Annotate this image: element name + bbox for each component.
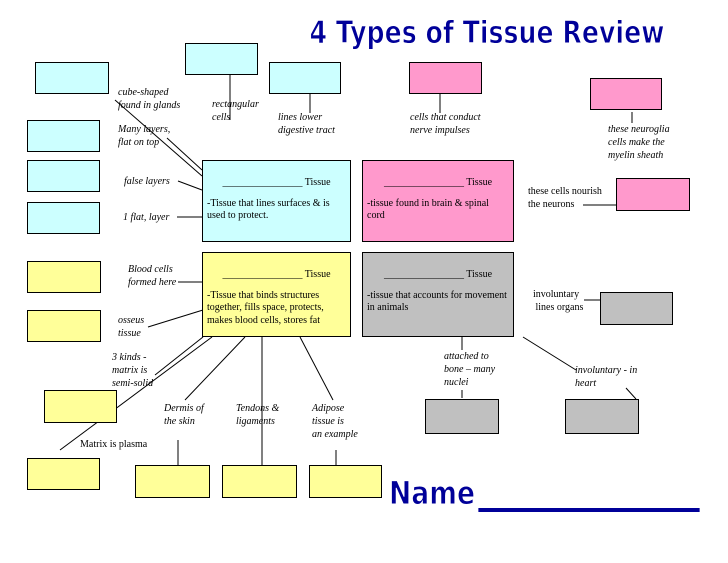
connective-tissue-heading: ________________ Tissue: [222, 269, 331, 280]
answer-box-nourish-neurons[interactable]: [616, 178, 690, 211]
answer-box-three-kinds[interactable]: [44, 390, 117, 423]
muscle-tissue-heading: ________________ Tissue: [383, 269, 493, 280]
label-tendons: Tendons & ligaments: [236, 403, 280, 427]
answer-box-neuroglia[interactable]: [590, 78, 662, 110]
label-nourish-neurons: these cells nourish the neurons: [528, 186, 602, 210]
answer-box-tendons[interactable]: [222, 465, 297, 498]
name-blank: ___________: [479, 474, 699, 512]
connector-adipose-up: [299, 336, 334, 401]
name-field[interactable]: Name ___________: [385, 468, 715, 516]
answer-box-attached-bone[interactable]: [425, 399, 499, 434]
label-conduct-nerve: cells that conduct nerve impulses: [410, 112, 481, 136]
label-involuntary-organs: involuntary lines organs: [533, 289, 584, 313]
answer-box-rectangular-cells[interactable]: [185, 43, 258, 75]
label-rectangular-cells: rectangular cells: [212, 99, 259, 123]
answer-box-conduct-nerve[interactable]: [409, 62, 482, 94]
connective-tissue-description: -Tissue that binds structures together, …: [207, 289, 324, 326]
label-many-layers: Many layers, flat on top: [118, 124, 171, 148]
nervous-tissue-heading: ________________ Tissue: [383, 177, 493, 188]
diagram-title: 4 Types of Tissue Review: [309, 15, 665, 52]
label-lower-digestive: lines lower digestive tract: [278, 112, 335, 136]
label-osseus-tissue: osseus tissue: [118, 315, 145, 339]
answer-box-adipose[interactable]: [309, 465, 382, 498]
epithelial-tissue-heading: ________________ Tissue: [222, 177, 331, 188]
label-attached-bone: attached to bone – many nuclei: [444, 351, 496, 388]
answer-box-one-flat-layer[interactable]: [27, 202, 100, 234]
label-three-kinds: 3 kinds - matrix is semi-solid: [112, 352, 154, 389]
answer-box-many-layers[interactable]: [27, 120, 100, 152]
connector-matrix-plasma: [59, 336, 213, 451]
connector-false-layers: [177, 180, 203, 191]
answer-box-matrix-plasma[interactable]: [27, 458, 100, 490]
epithelial-tissue-description: -Tissue that lines surfaces & is used to…: [207, 197, 330, 222]
label-false-layers: false layers: [124, 176, 170, 187]
answer-box-dermis[interactable]: [135, 465, 210, 498]
answer-box-cube-shaped[interactable]: [35, 62, 109, 94]
nervous-tissue-description: -tissue found in brain & spinal cord: [367, 197, 489, 222]
epithelial-tissue-box: ________________ Tissue -Tissue that lin…: [202, 160, 351, 242]
answer-box-lower-digestive[interactable]: [269, 62, 341, 94]
answer-box-involuntary-organs[interactable]: [600, 292, 673, 325]
connector-dermis-up: [184, 336, 246, 401]
connector-osseus: [147, 309, 204, 328]
muscle-tissue-description: -tissue that accounts for movement in an…: [367, 289, 507, 314]
nervous-tissue-box: ________________ Tissue -tissue found in…: [362, 160, 514, 242]
answer-box-involuntary-heart[interactable]: [565, 399, 639, 434]
label-matrix-plasma: Matrix is plasma: [80, 439, 148, 450]
answer-box-osseus[interactable]: [27, 310, 101, 342]
label-dermis: Dermis of the skin: [164, 403, 204, 427]
answer-box-blood-cells[interactable]: [27, 261, 101, 293]
label-adipose: Adipose tissue is an example: [312, 403, 358, 440]
name-label: Name: [389, 474, 475, 512]
connector-cube-shaped: [114, 99, 203, 177]
connector-heart: [625, 387, 637, 400]
muscle-tissue-box: ________________ Tissue -tissue that acc…: [362, 252, 514, 337]
connector-many-layers: [166, 137, 203, 171]
label-involuntary-heart: involuntary - in heart: [575, 365, 638, 389]
connector-heart-up: [522, 336, 577, 371]
label-neuroglia: these neuroglia cells make the myelin sh…: [608, 124, 670, 161]
connector-three-kinds: [154, 336, 204, 376]
answer-box-false-layers[interactable]: [27, 160, 100, 192]
label-one-flat-layer: 1 flat, layer: [123, 212, 170, 223]
label-cube-shaped: cube-shaped found in glands: [118, 87, 181, 111]
diagram-title-text: 4 Types of Tissue Review: [310, 15, 665, 51]
label-blood-cells: Blood cells formed here: [128, 264, 177, 288]
connective-tissue-box: ________________ Tissue -Tissue that bin…: [202, 252, 351, 337]
